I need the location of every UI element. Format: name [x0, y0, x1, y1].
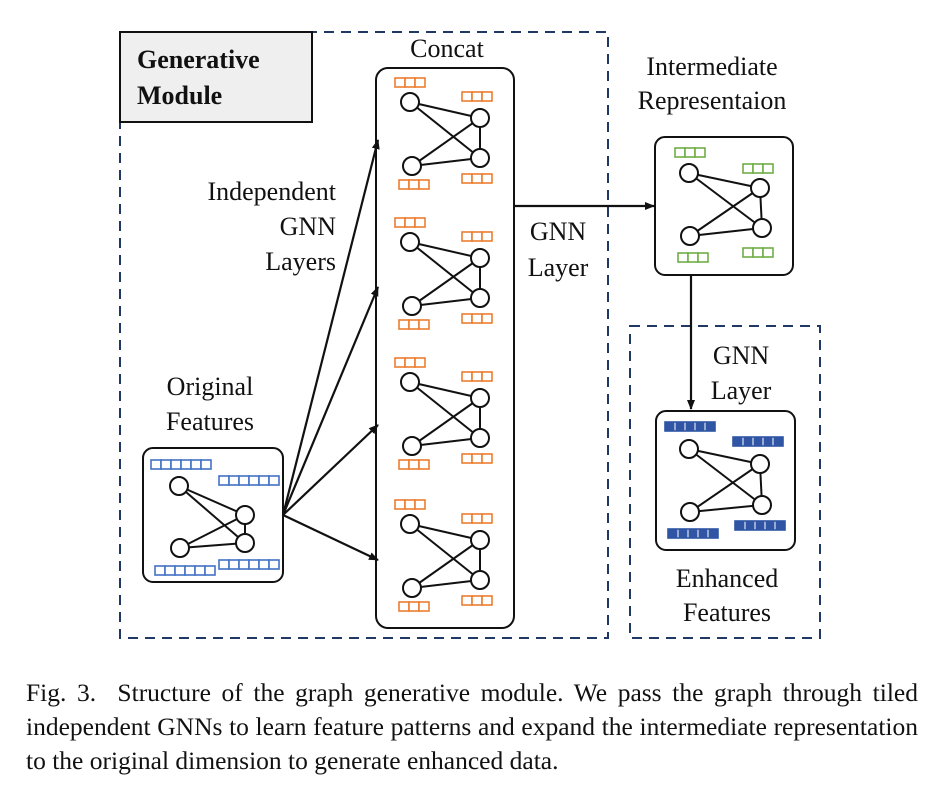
graph-node [235, 533, 255, 553]
module-title-line-2: Module [137, 81, 222, 110]
concat-gnn-graph-1 [394, 77, 493, 190]
graph-node [470, 108, 490, 128]
arrow-to-gnn-4 [282, 514, 379, 561]
intermediate-representation-box [654, 136, 794, 276]
module-title-line-1: Generative [137, 45, 260, 74]
feature-vector [398, 319, 430, 330]
feature-vector [667, 528, 719, 539]
graph-node [400, 232, 420, 252]
feature-vector [461, 231, 493, 242]
feature-vector [218, 475, 280, 486]
feature-vector [398, 601, 430, 612]
intermediate-label-line-2: Representaion [638, 86, 787, 115]
graph-node [402, 578, 422, 598]
feature-vector [461, 313, 493, 324]
feature-vector [218, 559, 280, 570]
feature-vector [742, 163, 774, 174]
independent-gnn-label-line-2: GNN [280, 212, 337, 241]
enhanced-features-label-line-2: Features [683, 598, 771, 627]
feature-vector [674, 147, 706, 158]
concat-label: Concat [410, 34, 484, 63]
enhanced-features-boundary [629, 325, 821, 639]
graph-node [679, 439, 699, 459]
graph-node [400, 514, 420, 534]
graph-node [470, 388, 490, 408]
graph-node [400, 372, 420, 392]
feature-vector [398, 179, 430, 190]
independent-gnn-label-line-3: Layers [265, 247, 336, 276]
graph-node [169, 476, 189, 496]
graph-node [680, 226, 700, 246]
enhanced-features-graph [664, 421, 786, 539]
feature-vector [664, 421, 716, 432]
generative-module-boundary [119, 31, 609, 639]
gnn-layer-label-2-line-1: GNN [713, 341, 770, 370]
graph-node [402, 156, 422, 176]
intermediate-representation-graph [674, 147, 774, 263]
intermediate-label-line-1: Intermediate [646, 52, 777, 81]
graph-node [470, 248, 490, 268]
graph-node [680, 502, 700, 522]
original-features-label-line-2: Features [166, 407, 254, 436]
enhanced-features-label-line-1: Enhanced [676, 564, 779, 593]
gnn-layer-label-1-line-2: Layer [528, 253, 589, 282]
arrow-to-gnn-2 [281, 286, 380, 516]
graph-node [402, 436, 422, 456]
feature-vector [461, 91, 493, 102]
graph-node [470, 570, 490, 590]
graph-node [752, 218, 772, 238]
feature-vector [734, 520, 786, 531]
caption-text: Structure of the graph generative module… [26, 678, 918, 775]
generative-module-diagram: Generative Module Concat Independent GNN… [119, 31, 821, 639]
feature-vector [394, 77, 426, 88]
feature-vector [394, 499, 426, 510]
feature-vector [461, 173, 493, 184]
feature-vector [461, 595, 493, 606]
graph-node [750, 454, 770, 474]
figure-caption: Fig. 3. Structure of the graph generativ… [26, 676, 918, 778]
concat-gnn-graph-2 [394, 217, 493, 330]
feature-vector [150, 459, 212, 470]
module-title-box [119, 31, 313, 123]
caption-figure-label: Fig. 3. [26, 678, 97, 707]
feature-vector [461, 453, 493, 464]
feature-vector [732, 436, 784, 447]
feature-vector [394, 357, 426, 368]
feature-vector [742, 247, 774, 258]
feature-vector [461, 371, 493, 382]
graph-node [470, 530, 490, 550]
enhanced-features-box [655, 410, 796, 551]
feature-vector [398, 459, 430, 470]
original-features-graph [150, 459, 280, 576]
graph-glyphs [150, 77, 786, 612]
feature-vector [677, 252, 709, 263]
original-features-label-line-1: Original [167, 372, 254, 401]
concat-gnn-graph-3 [394, 357, 493, 470]
graph-node [752, 495, 772, 515]
graph-node [750, 178, 770, 198]
graph-node [400, 92, 420, 112]
graph-node [470, 148, 490, 168]
graph-node [679, 163, 699, 183]
concat-container [375, 67, 515, 629]
feature-vector [461, 513, 493, 524]
feature-vector [154, 565, 216, 576]
feature-vector [394, 217, 426, 228]
graph-node [170, 538, 190, 558]
graph-node [470, 288, 490, 308]
graph-node [235, 505, 255, 525]
arrow-to-gnn-1 [281, 139, 380, 516]
arrow-to-gnn-3 [282, 424, 379, 516]
gnn-layer-label-2-line-2: Layer [711, 376, 772, 405]
concat-gnn-graph-4 [394, 499, 493, 612]
graph-node [402, 296, 422, 316]
gnn-layer-label-1-line-1: GNN [530, 217, 587, 246]
graph-node [470, 428, 490, 448]
independent-gnn-label-line-1: Independent [207, 177, 336, 206]
